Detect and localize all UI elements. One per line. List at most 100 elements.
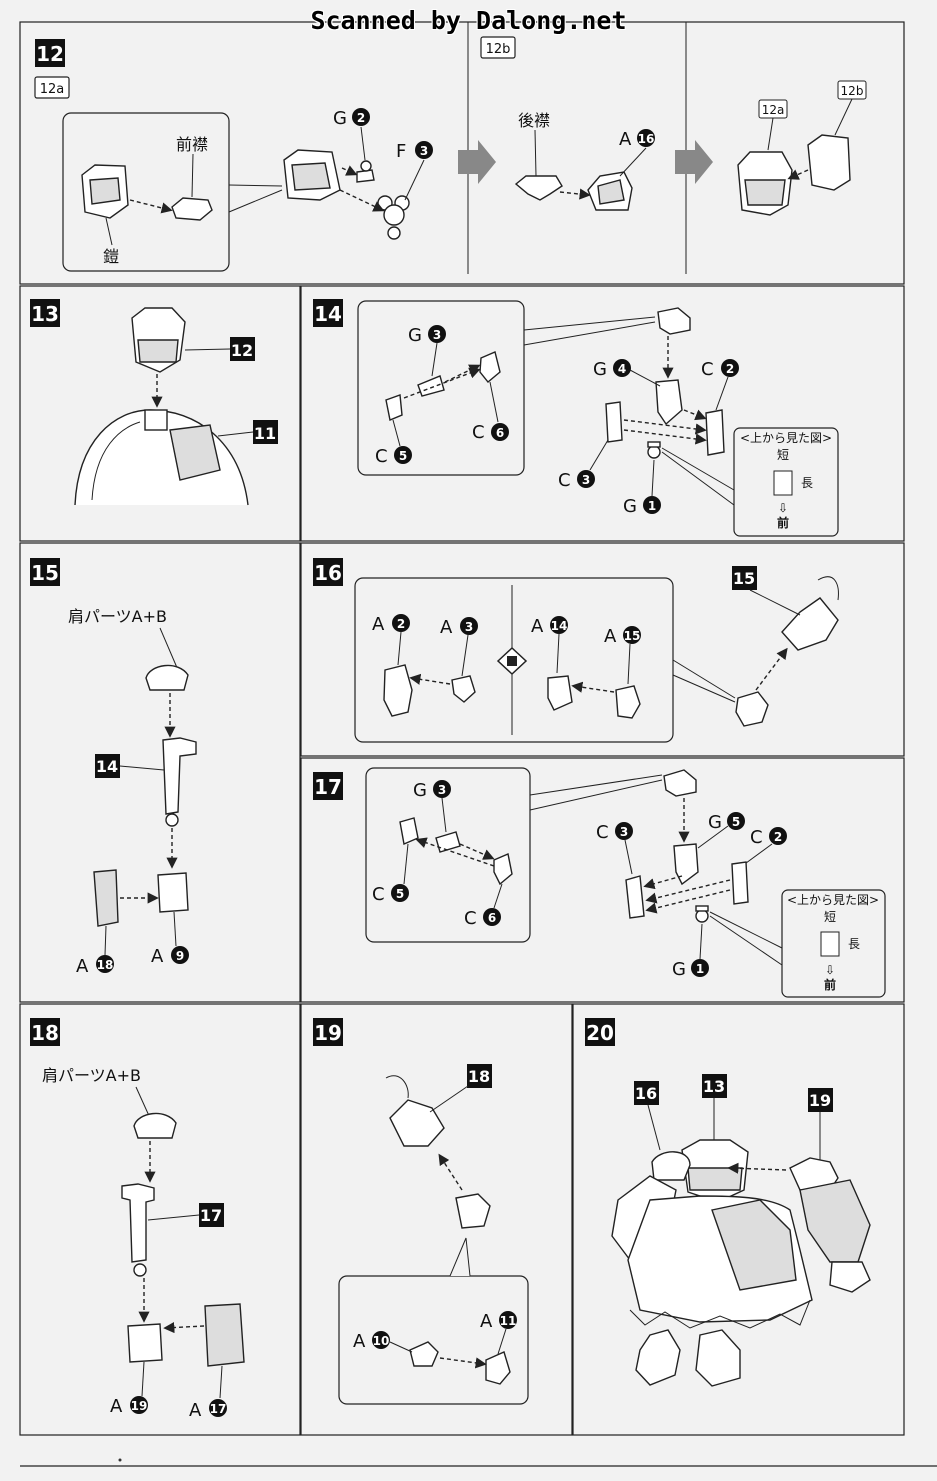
panel-step-19	[300, 1003, 573, 1436]
part-g3-17	[435, 831, 461, 853]
part-number-g1-17: 1	[696, 962, 704, 976]
step-16-badge: 16	[313, 558, 343, 586]
part-number-a16: 16	[638, 132, 655, 146]
ref-17-badge: 17	[199, 1203, 224, 1227]
top-view-note-17: <上から見た図> 短 長 ⇩ 前	[709, 889, 886, 998]
part-number-g1: 1	[648, 499, 656, 513]
label-a: A	[619, 129, 632, 150]
ref-12-badge: 12	[230, 337, 255, 361]
hand-part-a2	[383, 664, 413, 717]
sub-step-12b-label: 12b	[486, 42, 511, 57]
part-a9	[157, 872, 189, 913]
svg-text:G: G	[623, 496, 637, 517]
part-number-c5: 5	[399, 449, 407, 463]
part-c6-17	[493, 853, 513, 886]
part-c2-17	[731, 861, 749, 905]
part-a19	[127, 1323, 163, 1363]
part-number-a15: 15	[624, 629, 641, 643]
part-c5	[385, 394, 403, 421]
ref-11-badge: 11	[253, 420, 278, 444]
step-12-number: 12	[36, 42, 64, 66]
panel-step-18	[19, 1003, 301, 1436]
svg-text:C: C	[372, 884, 385, 905]
part-number-a10: 10	[373, 1334, 390, 1348]
svg-text:C: C	[472, 422, 485, 443]
arm-assembly-17	[121, 1183, 155, 1263]
ref-15-badge: 15	[732, 566, 757, 590]
step-13-badge: 13	[30, 299, 60, 327]
svg-text:A: A	[372, 614, 385, 635]
svg-text:G: G	[593, 359, 607, 380]
part-number-a9: 9	[176, 949, 184, 963]
arm-assembly-18	[389, 1099, 445, 1147]
step-12a-detail-inset	[62, 112, 230, 272]
front-label: 前	[777, 515, 789, 530]
svg-text:G: G	[708, 812, 722, 833]
svg-text:19: 19	[809, 1091, 831, 1110]
step-19-number: 19	[314, 1021, 342, 1045]
svg-text:短: 短	[824, 910, 836, 924]
step-14-detail-inset	[357, 300, 525, 476]
svg-text:C: C	[558, 470, 571, 491]
svg-text:G: G	[672, 959, 686, 980]
part-c2	[705, 409, 725, 456]
sub-step-12b-tag: 12b	[480, 36, 516, 59]
svg-text:C: C	[750, 827, 763, 848]
flow-arrow	[458, 140, 496, 184]
step-18-badge: 18	[30, 1018, 60, 1046]
flow-arrow	[675, 140, 713, 184]
part-number-a2: 2	[397, 617, 405, 631]
part-number-c3: 3	[582, 473, 590, 487]
part-number-g3-17: 3	[438, 783, 446, 797]
svg-text:16: 16	[635, 1084, 657, 1103]
part-number-a19: 19	[131, 1399, 148, 1413]
back-collar-part	[514, 175, 563, 201]
step-20-number: 20	[586, 1021, 614, 1045]
short-label: 短	[777, 448, 789, 462]
part-number-c5-17: 5	[396, 887, 404, 901]
part-g4	[655, 379, 683, 426]
fist-part-a15	[615, 685, 641, 719]
part-number-c3-17: 3	[620, 825, 628, 839]
ref-18-badge: 18	[467, 1064, 492, 1088]
step-17-number: 17	[314, 775, 342, 799]
part-c3	[605, 401, 623, 443]
part-a17	[204, 1303, 245, 1367]
step-15-badge: 15	[30, 558, 60, 586]
part-number-a11: 11	[500, 1314, 517, 1328]
svg-text:A: A	[76, 956, 89, 977]
svg-text:14: 14	[96, 757, 118, 776]
step-18-number: 18	[31, 1021, 59, 1045]
part-number-f3: 3	[420, 144, 428, 158]
part-number-c6: 6	[496, 426, 504, 440]
part-g1-17	[695, 909, 709, 923]
shoulder-armor-part-18	[133, 1112, 177, 1139]
part-number-g4: 4	[618, 362, 626, 376]
part-number-a3: 3	[465, 620, 473, 634]
top-view-title-17: <上から見た図>	[787, 893, 879, 907]
part-a18	[93, 869, 119, 927]
step-14-number: 14	[314, 302, 342, 326]
step-15-number: 15	[31, 561, 59, 585]
part-a10	[409, 1341, 439, 1367]
part-g1	[647, 445, 661, 459]
sub-assembly-12b-ref-tag: 12b	[837, 80, 867, 100]
top-view-note-14: <上から見た図> 短 長 ⇩ 前	[661, 427, 839, 537]
scan-watermark: Scanned by Dalong.net	[310, 6, 627, 35]
svg-text:12b: 12b	[841, 84, 864, 98]
svg-text:⇩: ⇩	[778, 501, 788, 515]
svg-text:A: A	[440, 617, 453, 638]
step-17-detail-inset	[365, 767, 531, 943]
part-number-a17: 17	[210, 1402, 227, 1416]
svg-text:A: A	[110, 1396, 123, 1417]
panel-step-13	[19, 285, 301, 542]
svg-text:A: A	[604, 626, 617, 647]
svg-text:12a: 12a	[762, 103, 785, 117]
part-g5	[673, 843, 699, 886]
svg-text:C: C	[464, 908, 477, 929]
svg-text:A: A	[189, 1400, 202, 1421]
svg-text:C: C	[596, 822, 609, 843]
part-number-c2: 2	[726, 362, 734, 376]
part-number-c6-17: 6	[488, 911, 496, 925]
part-number-c2-17: 2	[774, 830, 782, 844]
